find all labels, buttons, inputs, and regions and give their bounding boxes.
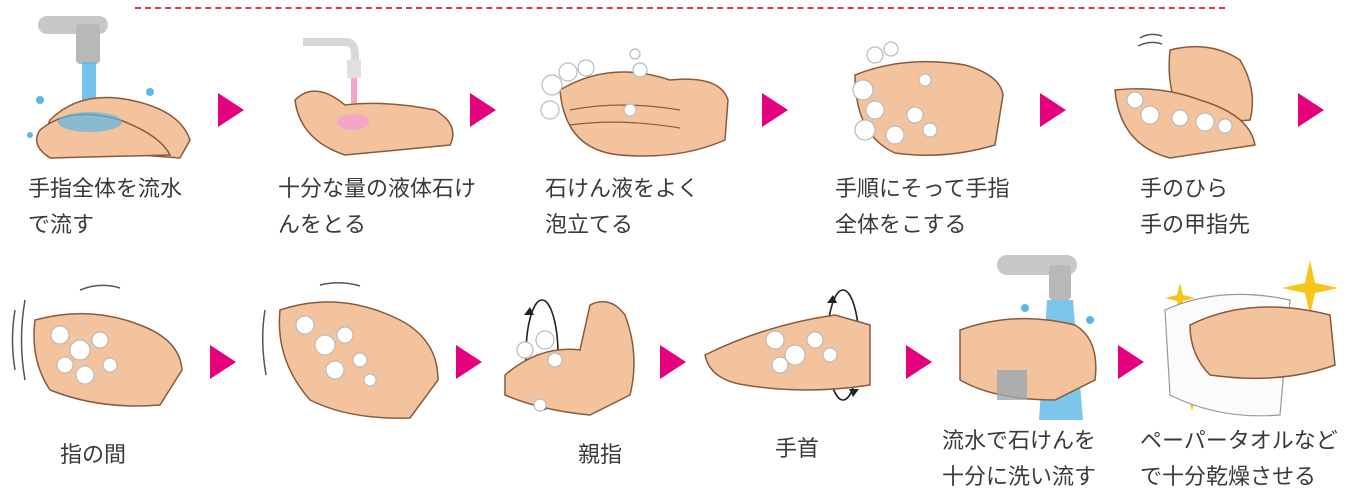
step-9-caption: 手首 [775, 437, 820, 462]
take-soap-illustration [294, 38, 454, 156]
between-fingers-illustration [11, 284, 183, 407]
step-2-caption: 十分な量の液体石け んをとる [278, 177, 477, 238]
step-arrow-2 [470, 93, 496, 127]
step-6-between-fingers [10, 280, 185, 415]
step-arrow-4 [1040, 93, 1066, 127]
interlaced-fingers-illustration [261, 282, 439, 419]
step-5-caption: 手のひら 手の甲指先 [1140, 177, 1251, 238]
step-11-caption: ペーパータオルなど で十分乾燥させる [1140, 429, 1338, 490]
step-8-thumbs [500, 285, 650, 420]
step-arrow-1 [218, 93, 244, 127]
wrists-illustration [704, 289, 871, 401]
step-4-caption: 手順にそって手指 全体をこする [835, 177, 1010, 238]
step-arrow-8 [660, 345, 686, 379]
rinse-hands-illustration [27, 16, 191, 159]
step-10-caption: 流水で石けんを 十分に洗い流す [942, 429, 1097, 490]
step-1-rinse-hands [10, 10, 200, 160]
dry-hands-illustration [1164, 260, 1338, 417]
step-arrow-9 [906, 345, 932, 379]
step-4-rub-hands [835, 35, 1005, 165]
step-11-dry-hands [1160, 255, 1340, 420]
step-arrow-10 [1118, 345, 1144, 379]
step-arrow-5 [1298, 93, 1324, 127]
step-arrow-3 [762, 93, 788, 127]
palm-back-illustration [1114, 33, 1256, 159]
step-3-lather-soap [530, 40, 730, 165]
step-arrow-6 [210, 345, 236, 379]
dashed-divider [135, 7, 1225, 9]
thumbs-illustration [504, 299, 635, 416]
step-1-caption: 手指全体を流水 で流す [28, 177, 183, 238]
step-6-caption: 指の間 [60, 443, 127, 468]
step-10-rinse-soap [955, 250, 1105, 425]
step-7-fingers-interlaced [260, 280, 440, 420]
step-2-take-soap [285, 30, 460, 160]
step-5-palm-back-fingertips [1110, 30, 1260, 165]
step-9-wrists [704, 285, 875, 415]
step-arrow-7 [456, 345, 482, 379]
lather-soap-illustration [540, 48, 729, 157]
rub-hands-illustration [852, 41, 1004, 156]
rinse-soap-illustration [959, 255, 1097, 420]
step-3-caption: 石けん液をよく 泡立てる [545, 177, 700, 238]
step-8-caption: 親指 [578, 443, 623, 468]
